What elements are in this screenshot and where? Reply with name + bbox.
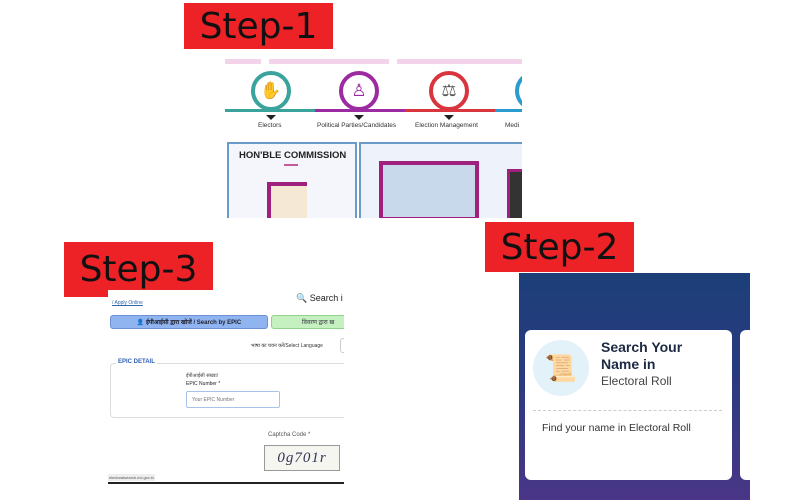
- photo-gallery: [359, 142, 522, 218]
- user-icon: 👤: [136, 319, 146, 326]
- category-media[interactable]: Medi: [505, 122, 520, 129]
- gallery-photo[interactable]: [379, 161, 479, 218]
- language-select[interactable]: [340, 338, 344, 353]
- category-political-parties[interactable]: Political Parties/Candidates: [317, 122, 397, 129]
- election-management-icon[interactable]: ⚖: [429, 71, 469, 111]
- electoral-roll-document-icon: 📜: [533, 340, 589, 396]
- search-heading: 🔍 Search i: [296, 293, 343, 304]
- commission-title: HON'BLE COMMISSION: [239, 150, 347, 161]
- card-title-line2: Name in: [601, 356, 656, 372]
- tab-search-by-epic-label: ईपीआईसी द्वारा खोजें / Search by EPIC: [145, 320, 242, 326]
- search-icon: 🔍: [296, 293, 308, 303]
- epic-detail-title: EPIC DETAIL: [116, 359, 157, 365]
- commissioner-photo: [267, 182, 307, 218]
- step-3-label: Step-3: [64, 242, 213, 297]
- step-2-label: Step-2: [485, 222, 634, 272]
- captcha-image: 0g701r: [264, 445, 340, 471]
- select-language-label: भाषा का चयन करें/Select Language: [251, 343, 323, 349]
- category-electors[interactable]: Electors: [258, 122, 282, 129]
- card-title-line1: Search Your: [601, 339, 683, 355]
- electoral-roll-panel: 📜 Search Your Name in Electoral Roll Fin…: [519, 273, 750, 500]
- search-heading-text: Search i: [309, 293, 343, 303]
- epic-detail-section: [110, 363, 344, 418]
- commission-section: HON'BLE COMMISSION: [227, 142, 357, 218]
- gallery-photo[interactable]: [507, 169, 522, 218]
- epic-label-hindi: ईपीआईसी संख्या/: [186, 373, 219, 379]
- footer-url: electoralsearch.eci.gov.in: [108, 474, 155, 481]
- step-1-label: Step-1: [184, 3, 333, 49]
- card-subtitle: Electoral Roll: [601, 374, 672, 388]
- epic-number-label: EPIC Number *: [186, 381, 221, 387]
- captcha-label: Captcha Code *: [268, 432, 311, 438]
- search-electoral-roll-card[interactable]: 📜 Search Your Name in Electoral Roll Fin…: [525, 330, 732, 480]
- apply-online-link[interactable]: / Apply Online: [112, 300, 143, 306]
- epic-search-panel: / Apply Online 🔍 Search i 👤 ईपीआईसी द्वा…: [108, 290, 344, 484]
- tab-search-by-details[interactable]: विवरण द्वारा ख: [271, 315, 344, 329]
- category-election-management[interactable]: Election Management: [415, 122, 478, 129]
- eci-homepage-panel: ✋ ♙ ⚖ Electors Political Parties/Candida…: [225, 57, 522, 218]
- epic-number-input[interactable]: [186, 391, 280, 408]
- tab-search-by-details-label: विवरण द्वारा ख: [302, 320, 335, 326]
- electors-icon[interactable]: ✋: [251, 71, 291, 111]
- media-icon[interactable]: [515, 71, 522, 111]
- card-description: Find your name in Electoral Roll: [542, 422, 691, 434]
- tab-search-by-epic[interactable]: 👤 ईपीआईसी द्वारा खोजें / Search by EPIC: [110, 315, 268, 329]
- political-parties-icon[interactable]: ♙: [339, 71, 379, 111]
